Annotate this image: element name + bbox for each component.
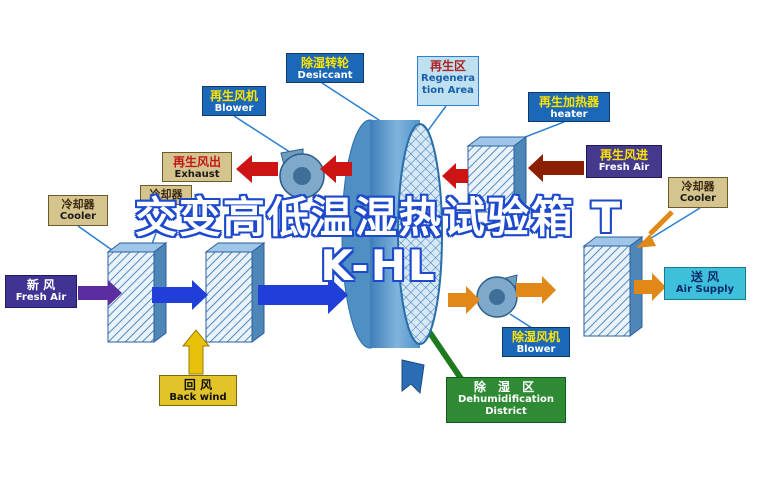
heater-coil-front-face — [467, 145, 515, 213]
label-air-supply-zh: 送 风 — [690, 270, 720, 284]
dehum-district-connector — [425, 328, 465, 382]
label-regen-heater-zh: 再生加热器 — [538, 95, 599, 109]
leader-lines — [77, 82, 701, 329]
desiccant-rotor — [341, 119, 443, 349]
label-cooler-right-en: Cooler — [679, 193, 717, 205]
label-back-wind-en: Back wind — [169, 392, 227, 404]
label-fresh-air-en: Fresh Air — [15, 292, 67, 304]
label-dehum-blower: 除湿风机 Blower — [502, 327, 570, 357]
label-air-supply-en: Air Supply — [675, 284, 735, 296]
label-air-supply: 送 风 Air Supply — [664, 267, 746, 300]
cooler-right-arrow-shaft — [648, 210, 674, 236]
cooler-right-arrow — [636, 210, 674, 248]
label-dehum-district-zh: 除 湿 区 — [473, 380, 539, 394]
label-dehum-district: 除 湿 区 Dehumidification District — [446, 377, 566, 423]
label-cooler-right-zh: 冷却器 — [681, 180, 715, 193]
regen-fan-hub — [293, 167, 311, 185]
label-regen-fresh-air-en: Fresh Air — [598, 162, 650, 174]
leader-regen-blower — [233, 115, 297, 157]
regen-exhaust-arrow-2 — [236, 155, 278, 183]
label-fresh-air: 新 风 Fresh Air — [5, 275, 77, 308]
cooler-right-arrow-head — [636, 234, 656, 248]
regen-fresh-air-arrow — [528, 154, 584, 182]
label-regen-blower: 再生风机 Blower — [202, 86, 266, 116]
label-regen-fresh-air-zh: 再生风进 — [599, 148, 648, 162]
leader-dehum-blower — [509, 313, 533, 329]
supply-arrow-2 — [516, 276, 556, 304]
label-regen-fresh-air: 再生风进 Fresh Air — [586, 145, 662, 178]
label-regen-blower-zh: 再生风机 — [209, 89, 258, 103]
label-back-wind: 回 风 Back wind — [159, 375, 237, 406]
label-fresh-air-zh: 新 风 — [26, 278, 56, 292]
label-exhaust: 再生风出 Exhaust — [162, 152, 232, 182]
label-regen-area: 再生区 Regeneration Area — [417, 56, 479, 106]
cooling-coil-right — [582, 236, 644, 337]
leader-cooler-left — [77, 225, 113, 251]
cooling-coil-mid — [204, 242, 266, 343]
back-wind-arrow — [181, 329, 211, 375]
label-cooler-left-en: Cooler — [59, 211, 97, 223]
regen-inlet-arrow — [442, 163, 468, 189]
leader-cooler-mid — [151, 204, 167, 245]
label-cooler-mid: 冷却器 — [140, 185, 192, 205]
label-regen-heater: 再生加热器 heater — [528, 92, 610, 122]
dehum-fan-hub — [489, 289, 505, 305]
leader-cooler-right — [647, 207, 701, 241]
process-air-arrow-1 — [152, 280, 208, 310]
label-desiccant: 除湿转轮 Desiccant — [286, 53, 364, 83]
fresh-air-arrow — [78, 280, 122, 306]
label-cooler-mid-zh: 冷却器 — [149, 188, 183, 201]
label-desiccant-en: Desiccant — [297, 70, 353, 82]
label-dehum-blower-en: Blower — [516, 344, 556, 356]
label-regen-heater-en: heater — [550, 109, 588, 121]
regen-heater-coil — [466, 136, 528, 213]
heater-coil-side-face — [513, 136, 527, 213]
regen-exhaust-arrow-1 — [320, 155, 352, 183]
coil-r-front-face — [583, 245, 631, 337]
rotor-front-face — [397, 123, 443, 345]
label-desiccant-zh: 除湿转轮 — [300, 56, 349, 70]
rotor-ribbon — [401, 359, 425, 395]
label-regen-blower-en: Blower — [214, 103, 254, 115]
coil-b-front-face — [205, 251, 253, 343]
regen-fan — [279, 148, 325, 199]
supply-arrow-3 — [634, 273, 666, 301]
label-back-wind-zh: 回 风 — [183, 378, 213, 392]
label-cooler-left: 冷却器 Cooler — [48, 195, 108, 226]
leader-desiccant — [321, 82, 383, 123]
process-air-arrow-2 — [258, 276, 348, 314]
label-regen-area-en: Regeneration Area — [421, 73, 476, 97]
label-exhaust-zh: 再生风出 — [172, 155, 221, 169]
label-regen-area-zh: 再生区 — [429, 59, 466, 73]
dehum-fan — [476, 274, 518, 318]
supply-arrow-1 — [448, 286, 480, 314]
label-cooler-left-zh: 冷却器 — [61, 198, 95, 211]
label-dehum-district-en: Dehumidification District — [457, 394, 555, 418]
label-dehum-blower-zh: 除湿风机 — [511, 330, 560, 344]
label-exhaust-en: Exhaust — [174, 169, 220, 181]
label-cooler-right: 冷却器 Cooler — [668, 177, 728, 208]
